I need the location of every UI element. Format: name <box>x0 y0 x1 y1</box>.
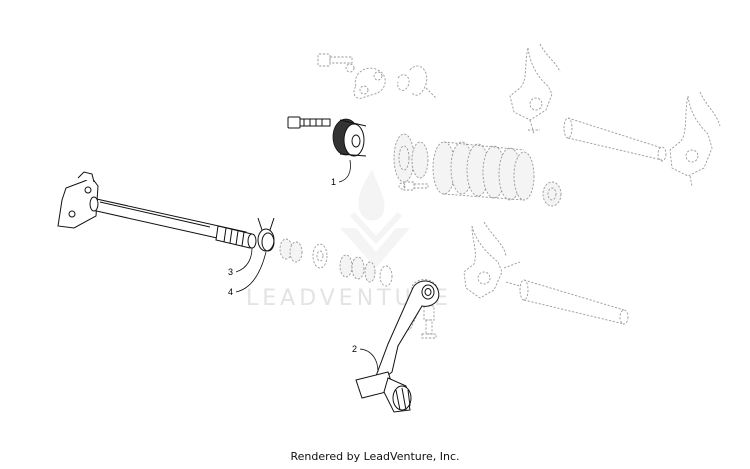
ghost-stopper-arm <box>345 63 386 99</box>
part-1-shift-cam[interactable] <box>287 116 367 157</box>
ghost-shift-fork-3 <box>463 221 521 299</box>
ghost-shift-fork-1 <box>509 43 561 135</box>
ghost-fork-shaft-1 <box>563 117 667 162</box>
part-2-shift-pedal[interactable] <box>355 280 440 413</box>
footer-credit: Rendered by LeadVenture, Inc. <box>290 450 460 463</box>
callout-3: 3 <box>228 267 233 277</box>
callout-1: 1 <box>331 177 336 187</box>
callout-2: 2 <box>352 344 357 354</box>
ghost-bearing <box>542 181 562 207</box>
ghost-shift-fork-2 <box>669 91 721 187</box>
callout-4: 4 <box>228 287 233 297</box>
ghost-bolt-top <box>317 53 353 67</box>
ghost-shift-drum <box>432 141 535 201</box>
ghost-star-gear <box>393 133 429 183</box>
part-4-return-spring[interactable] <box>257 217 275 252</box>
ghost-spring <box>397 65 437 99</box>
ghost-small-bolt <box>398 181 429 191</box>
watermark-logo <box>340 170 410 268</box>
ghost-parts <box>279 43 721 339</box>
ghost-fork-shaft-2 <box>519 279 629 325</box>
ghost-shaft-washers <box>279 238 393 287</box>
part-3-shift-shaft[interactable] <box>57 171 257 249</box>
leader-lines <box>235 159 379 373</box>
